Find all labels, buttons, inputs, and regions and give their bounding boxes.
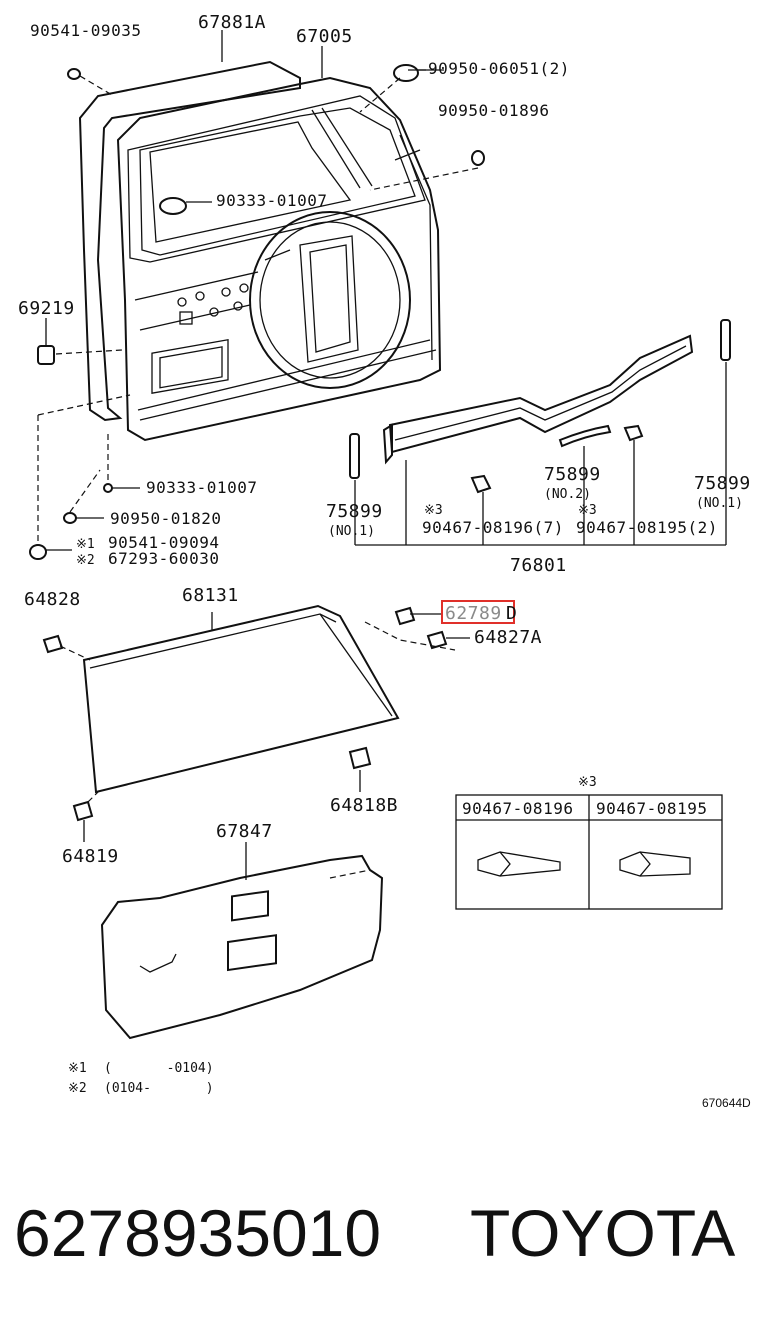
footnote-mark-2: ※2	[68, 1081, 87, 1096]
leader-lines-top	[37, 30, 479, 551]
label-90467-08195: 90467-08195(2)	[576, 518, 718, 537]
label-75899-left: 75899	[326, 501, 383, 522]
label-64819: 64819	[62, 846, 119, 867]
footnote-mark-1: ※1	[68, 1061, 87, 1076]
label-75899-left-no: (NO.1)	[328, 524, 375, 539]
note-mark-2: ※2	[76, 553, 95, 568]
clip-inset-table	[455, 794, 723, 910]
label-67293-60030: 67293-60030	[108, 549, 219, 568]
label-90541-09094: 90541-09094	[108, 533, 219, 552]
door-fasteners	[29, 64, 485, 560]
label-67847: 67847	[216, 821, 273, 842]
inset-mark-3: ※3	[578, 775, 597, 790]
label-62789: 62789	[445, 603, 502, 624]
footnote-text-1: ( -0104)	[104, 1061, 214, 1076]
footnote-text-2: (0104- )	[104, 1081, 214, 1096]
label-75899-right-no: (NO.1)	[696, 496, 743, 511]
label-69219: 69219	[18, 298, 75, 319]
label-90333-01007-bottom: 90333-01007	[146, 478, 257, 497]
garnish-assembly	[349, 319, 731, 546]
label-64818b: 64818B	[330, 795, 398, 816]
label-90467-08196: 90467-08196(7)	[422, 518, 564, 537]
label-90541-09035: 90541-09035	[30, 21, 141, 40]
label-90950-01820: 90950-01820	[110, 509, 221, 528]
label-62789-suffix: D	[506, 603, 517, 624]
label-67881a: 67881A	[198, 12, 266, 33]
figure-code: 670644D	[702, 1096, 751, 1110]
note-mark-1: ※1	[76, 537, 95, 552]
trim-board	[100, 842, 384, 1040]
back-door-panel	[78, 60, 442, 442]
label-90333-01007-top: 90333-01007	[216, 191, 327, 210]
mark-3-left: ※3	[424, 503, 443, 518]
label-75899-middle-no: (NO.2)	[544, 487, 591, 502]
footer-brand: TOYOTA	[470, 1196, 735, 1270]
back-glass	[42, 604, 470, 842]
label-90950-06051: 90950-06051(2)	[428, 59, 570, 78]
inset-col-90467-08196: 90467-08196	[462, 799, 573, 818]
mark-3-right: ※3	[578, 503, 597, 518]
inset-col-90467-08195: 90467-08195	[596, 799, 707, 818]
label-64828: 64828	[24, 589, 81, 610]
label-64827a: 64827A	[474, 627, 542, 648]
label-68131: 68131	[182, 585, 239, 606]
label-67005: 67005	[296, 26, 353, 47]
label-75899-middle: 75899	[544, 464, 601, 485]
label-90950-01896: 90950-01896	[438, 101, 549, 120]
highlight-box-62789	[441, 600, 515, 624]
label-75899-right: 75899	[694, 473, 751, 494]
label-76801: 76801	[510, 555, 567, 576]
footer-part-number: 6278935010	[14, 1196, 381, 1270]
